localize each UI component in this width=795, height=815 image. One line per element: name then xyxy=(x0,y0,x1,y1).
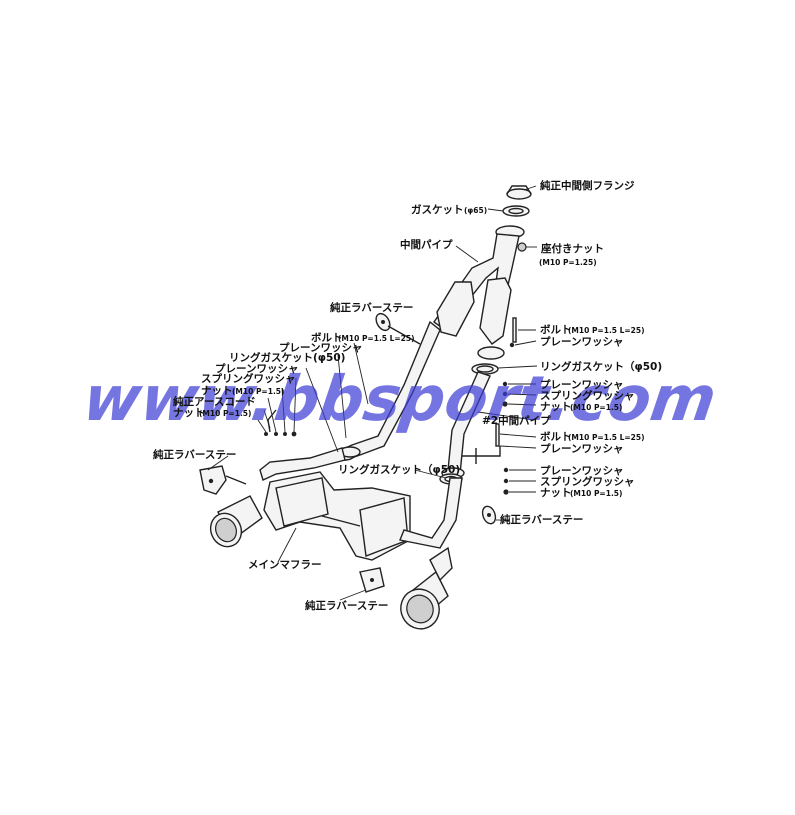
label-bolt-right-2: ボルト xyxy=(540,430,572,443)
ring-gasket-right-part xyxy=(471,346,505,375)
label-rubber-stay-left: 純正ラバーステー xyxy=(153,448,236,461)
rubber-stay-bottom-part xyxy=(359,567,385,593)
label-nut-right-2-spec: (M10 P=1.5) xyxy=(570,489,622,498)
gasket-65-part xyxy=(502,205,530,217)
labels: 純正中間側フランジ ガスケット (φ65) 座付きナット (M10 P=1.25… xyxy=(153,179,662,612)
label-ground-cord: 純正アースコード xyxy=(173,395,256,408)
label-bolt-right-2-spec: (M10 P=1.5 L=25) xyxy=(568,433,645,442)
flanged-nut-part xyxy=(517,242,527,252)
right-bracket xyxy=(462,446,501,464)
label-spring-washer-right-2: スプリングワッシャ xyxy=(540,475,635,488)
label-main-muffler: メインマフラー xyxy=(248,559,322,571)
bolt-right-1-part xyxy=(509,317,517,348)
left-joint-pipe xyxy=(259,446,361,481)
label-rubber-stay-bottom: 純正ラバーステー xyxy=(305,599,388,612)
label-bolt-right-1-spec: (M10 P=1.5 L=25) xyxy=(568,326,645,335)
label-gasket-65-size: (φ65) xyxy=(464,206,487,215)
label-ring-gasket-right: リングガスケット（φ50) xyxy=(540,360,662,373)
bolt-right-2-part xyxy=(495,423,509,495)
label-spring-washer-right-1: スプリングワッシャ xyxy=(540,389,635,402)
label-mid-pipe-2: #2中間パイプ xyxy=(482,414,551,427)
label-bolt-left-spec: (M10 P=1.5 L=25) xyxy=(338,334,415,343)
label-flanged-nut: 座付きナット xyxy=(540,242,604,255)
label-spring-washer-left: スプリングワッシャ xyxy=(201,372,296,385)
watermark: www.bbsport.com xyxy=(79,362,721,435)
label-gasket-65: ガスケット xyxy=(411,203,464,216)
label-washer-right-4: プレーンワッシャ xyxy=(540,464,623,477)
label-washer-left-1: プレーンワッシャ xyxy=(279,341,362,354)
label-nut-right-1: ナット xyxy=(540,401,572,413)
mid-pipe-y-section xyxy=(433,225,525,345)
label-rubber-stay-right: 純正ラバーステー xyxy=(500,513,583,526)
label-ring-gasket-center: リングガスケット（φ50) xyxy=(338,463,460,476)
label-washer-right-1: プレーンワッシャ xyxy=(540,335,623,348)
label-flanged-nut-spec: (M10 P=1.25) xyxy=(539,258,597,267)
label-oem-mid-flange: 純正中間側フランジ xyxy=(540,179,635,192)
label-nut-left-2-spec: (M10 P=1.5) xyxy=(199,409,251,418)
label-nut-left-2: ナット xyxy=(173,407,205,419)
label-rubber-stay-top: 純正ラバーステー xyxy=(330,301,413,314)
label-bolt-left: ボルト xyxy=(311,331,343,344)
label-nut-right-2: ナット xyxy=(540,487,572,499)
label-nut-left-1: ナット xyxy=(201,385,233,397)
label-ring-gasket-left: リングガスケット(φ50) xyxy=(229,351,345,364)
main-muffler-part xyxy=(263,471,411,561)
leader-lines xyxy=(207,185,538,601)
tailpipe-left-part xyxy=(209,495,263,548)
tailpipe-right-part xyxy=(400,570,449,630)
rubber-stay-left-part xyxy=(199,465,247,495)
label-mid-pipe: 中間パイプ xyxy=(400,238,453,251)
label-washer-right-3: プレーンワッシャ xyxy=(540,442,623,455)
washer-stack-left xyxy=(264,409,297,437)
label-washer-left-2: プレーンワッシャ xyxy=(215,362,298,375)
label-nut-right-1-spec: (M10 P=1.5) xyxy=(570,403,622,412)
washer-stack-right-1 xyxy=(502,381,508,407)
right-outlet-pipe xyxy=(399,477,463,582)
watermark-text: www.bbsport.com xyxy=(79,362,721,435)
label-washer-right-2: プレーンワッシャ xyxy=(540,378,623,391)
label-bolt-right-1: ボルト xyxy=(540,323,572,336)
oem-mid-flange-part xyxy=(506,185,532,200)
rubber-stay-right-part xyxy=(481,505,497,525)
label-nut-left-1-spec: (M10 P=1.5) xyxy=(232,387,284,396)
rubber-stay-top-part xyxy=(375,312,421,345)
